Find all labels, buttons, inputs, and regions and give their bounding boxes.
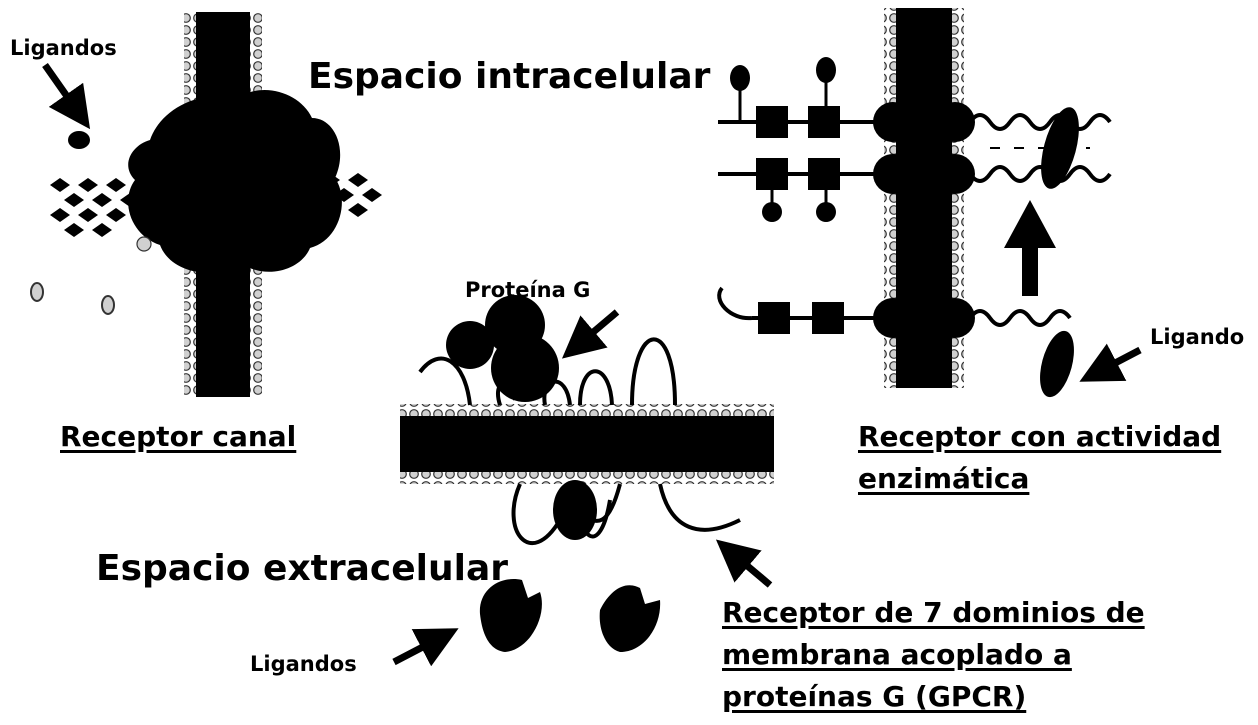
ion-dot — [31, 283, 43, 301]
enzyme-ligand — [1034, 327, 1081, 400]
enzyme-receptor-figure — [718, 8, 1140, 401]
gpcr-figure — [394, 295, 774, 662]
g-protein-arrow — [578, 312, 617, 345]
gpcr-ligand — [600, 585, 660, 652]
intracellular-space-label: Espacio intracelular — [308, 56, 710, 97]
enzyme-receptor-label-line2: enzimática — [858, 462, 1029, 495]
ion-dot — [102, 296, 114, 314]
gpcr-membrane-beads-bottom — [400, 472, 774, 484]
gpcr-label-line1: Receptor de 7 dominios de — [722, 596, 1145, 629]
ligands-top-label: Ligandos — [10, 36, 117, 60]
gpcr-membrane-beads-top — [400, 404, 774, 416]
ligands-top-arrow — [45, 65, 78, 112]
channel-receptor-label: Receptor canal — [60, 420, 296, 453]
ligand-right-arrow — [1098, 350, 1140, 372]
channel-diamond-lattice-left — [50, 178, 140, 237]
gpcr-membrane-core — [400, 416, 774, 472]
ligands-bottom-label: Ligandos — [250, 652, 357, 676]
ligand-dot — [68, 131, 90, 149]
ligand-right-label: Ligando — [1150, 325, 1244, 349]
gpcr-loops-bottom — [514, 484, 740, 543]
gpcr-arrow — [732, 553, 770, 585]
channel-protein-blob — [128, 90, 342, 273]
extracellular-space-label: Espacio extracelular — [96, 548, 508, 589]
enzyme-receptor-label-line1: Receptor con actividad — [858, 420, 1221, 453]
gpcr-label-line3: proteínas G (GPCR) — [722, 680, 1026, 713]
ligands-bottom-arrow — [394, 638, 440, 662]
gpcr-ligand — [480, 579, 542, 652]
gpcr-label-line2: membrana acoplado a — [722, 638, 1072, 671]
g-protein-label: Proteína G — [465, 278, 590, 302]
